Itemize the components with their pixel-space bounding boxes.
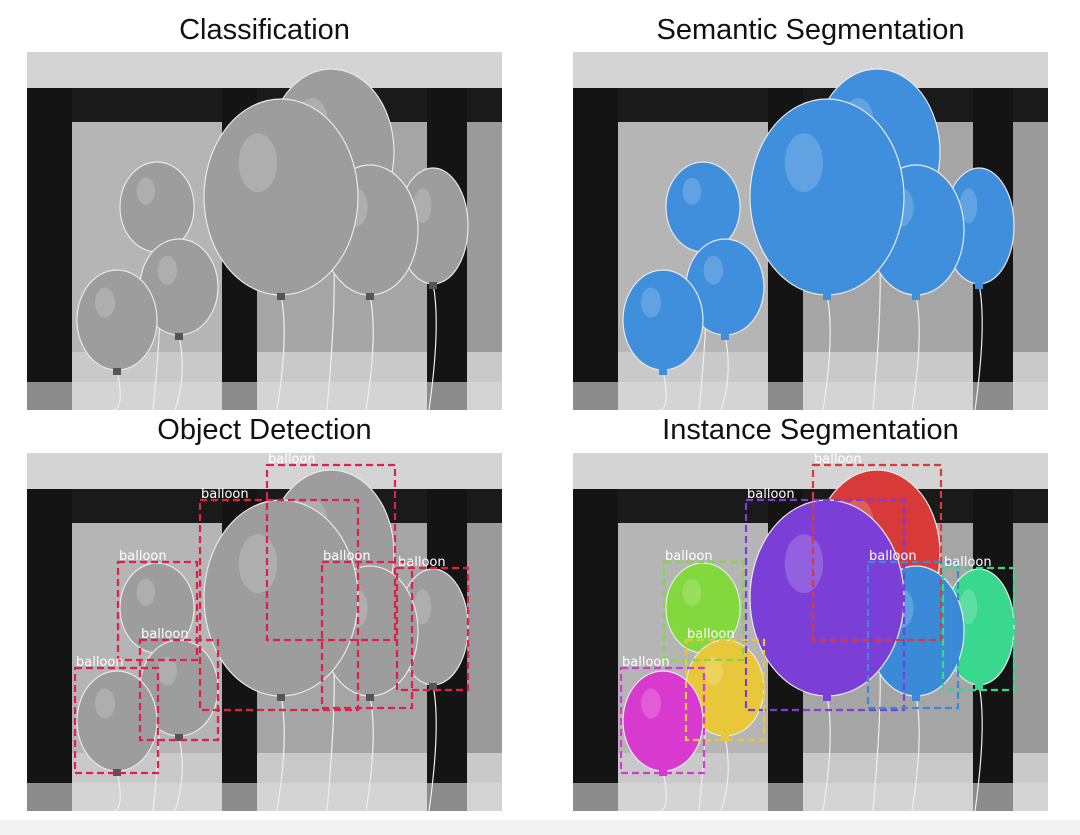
semantic-segmentation-image (573, 52, 1048, 410)
bottom-margin (0, 820, 1080, 835)
box-label: balloon (201, 487, 249, 502)
bounding-box (684, 638, 766, 742)
balloon (76, 269, 158, 375)
bounding-box (138, 638, 220, 742)
balloon (685, 238, 765, 340)
box-label: balloon (665, 549, 713, 564)
box-label: balloon (76, 655, 124, 670)
bounding-box (320, 560, 414, 710)
box-label: balloon (398, 555, 446, 570)
box-label: balloon (622, 655, 670, 670)
box-label: balloon (141, 627, 189, 642)
title-classification: Classification (179, 14, 350, 46)
classification-image (27, 52, 502, 410)
balloon (943, 568, 1015, 690)
title-object-detection: Object Detection (157, 414, 372, 446)
balloon (397, 167, 469, 289)
balloon (622, 269, 704, 375)
box-label: balloon (869, 549, 917, 564)
box-label: balloon (944, 555, 992, 570)
bounding-box (73, 666, 160, 775)
bounding-box (395, 566, 470, 692)
bounding-box (116, 560, 199, 662)
box-label: balloon (747, 487, 795, 502)
bounding-box (811, 463, 943, 642)
box-label: balloon (323, 549, 371, 564)
title-semantic-segmentation: Semantic Segmentation (656, 14, 965, 46)
bounding-box (941, 566, 1016, 692)
box-label: balloon (814, 453, 862, 467)
object-detection-image: balloon balloon balloon balloon balloon ballo… (27, 453, 502, 811)
balloon (119, 161, 195, 257)
bounding-box (662, 560, 745, 662)
bounding-box (866, 560, 960, 710)
balloon (749, 98, 905, 300)
balloon (203, 98, 359, 300)
bounding-box (198, 498, 360, 712)
bounding-box (265, 463, 397, 642)
scene (27, 52, 502, 410)
instance-segmentation-image: balloon balloon balloon balloon balloon ballo… (573, 453, 1048, 811)
bounding-box (619, 666, 706, 775)
bounding-box (744, 498, 906, 712)
title-instance-segmentation: Instance Segmentation (662, 414, 959, 446)
scene: balloon balloon balloon balloon balloon ballo… (573, 453, 1048, 811)
box-label: balloon (687, 627, 735, 642)
box-label: balloon (268, 453, 316, 467)
scene: balloon balloon balloon balloon balloon ballo… (27, 453, 502, 811)
scene (573, 52, 1048, 410)
box-label: balloon (119, 549, 167, 564)
